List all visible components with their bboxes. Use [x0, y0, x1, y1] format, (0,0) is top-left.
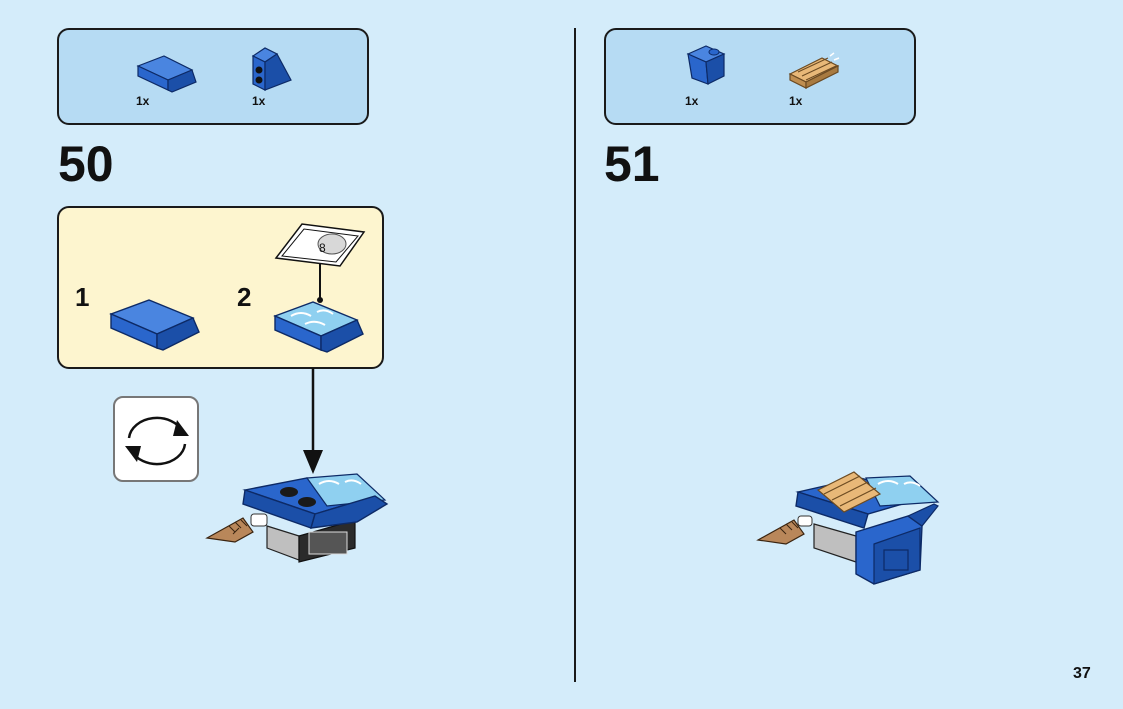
part-qty: 1x: [252, 94, 266, 108]
part-qty: 1x: [685, 94, 699, 108]
model-assembly-step-51: [756, 471, 940, 585]
parts-callout-step-51: 1x 1x: [604, 28, 916, 125]
curved-slope-brick-icon: [136, 55, 197, 93]
wedge-slope-brick-icon: [251, 47, 292, 91]
curved-slope-brick-icon: [109, 299, 200, 351]
substep-number: 2: [237, 282, 252, 312]
parts-callout-step-50: 1x 1x: [57, 28, 369, 125]
substep-panel: 1 2 8: [57, 206, 384, 369]
sticker-sheet-icon: 8: [274, 223, 366, 267]
page-divider: [574, 28, 576, 682]
sticker-pointer-line: [317, 264, 323, 303]
inverted-slope-brick-icon: [686, 45, 726, 85]
part-qty: 1x: [136, 94, 150, 108]
substep-number: 1: [75, 282, 90, 312]
rotate-model-icon: [125, 416, 189, 466]
step-number: 50: [58, 136, 114, 192]
part-qty: 1x: [789, 94, 803, 108]
placement-arrow: [303, 368, 323, 474]
svg-text:8: 8: [319, 241, 326, 255]
model-assembly-step-50: [205, 473, 389, 563]
page-number: 37: [1073, 665, 1091, 682]
rotate-model-callout: [113, 396, 199, 482]
step-number: 51: [604, 136, 660, 192]
stickered-curved-slope-icon: [273, 301, 364, 353]
wooden-grille-plate-icon: [788, 52, 840, 89]
